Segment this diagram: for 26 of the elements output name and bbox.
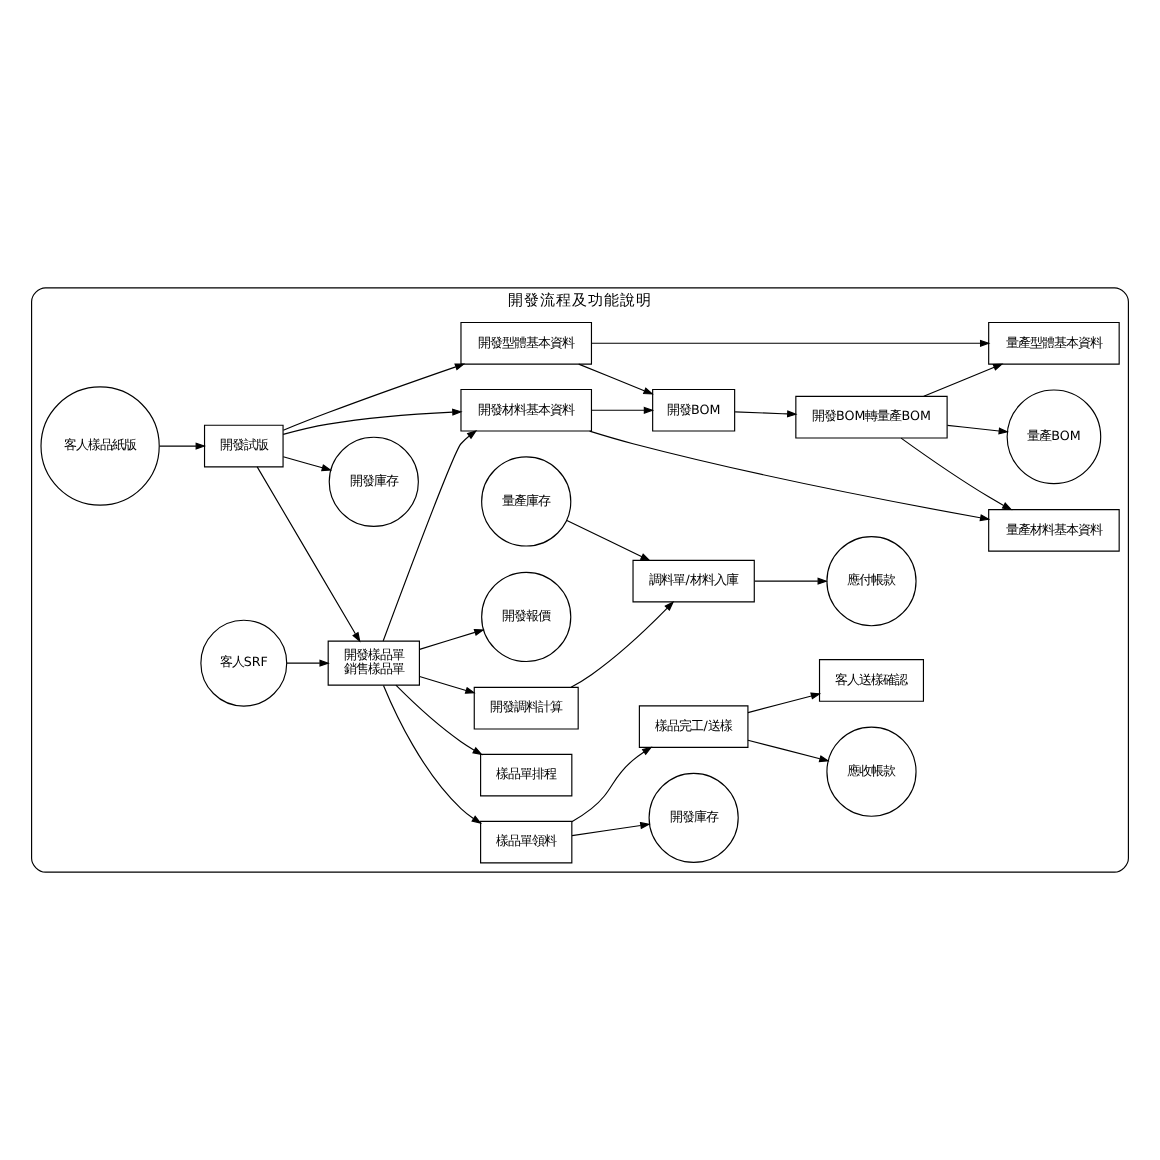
- arrow: [382, 684, 482, 824]
- arrow: [591, 339, 991, 347]
- arrow: [282, 456, 332, 472]
- arrow: [571, 746, 653, 823]
- arrow: [578, 363, 654, 395]
- arrow: [382, 430, 478, 642]
- arrow: [282, 408, 463, 435]
- arrow: [734, 410, 798, 418]
- arrow: [747, 739, 830, 763]
- arrow: [754, 577, 828, 585]
- arrow: [282, 363, 466, 431]
- arrow: [571, 821, 651, 837]
- arrow: [900, 437, 1013, 511]
- arrow: [256, 466, 361, 643]
- arrow: [747, 692, 822, 714]
- arrow: [395, 684, 483, 756]
- arrow: [286, 659, 330, 667]
- arrow: [923, 363, 1004, 397]
- arrow: [946, 424, 1009, 435]
- arrow: [570, 600, 675, 688]
- arrow: [159, 442, 206, 450]
- arrow: [591, 406, 655, 414]
- arrow: [419, 629, 485, 650]
- arrow: [589, 430, 991, 522]
- arrow: [419, 675, 476, 694]
- arrow: [566, 520, 651, 562]
